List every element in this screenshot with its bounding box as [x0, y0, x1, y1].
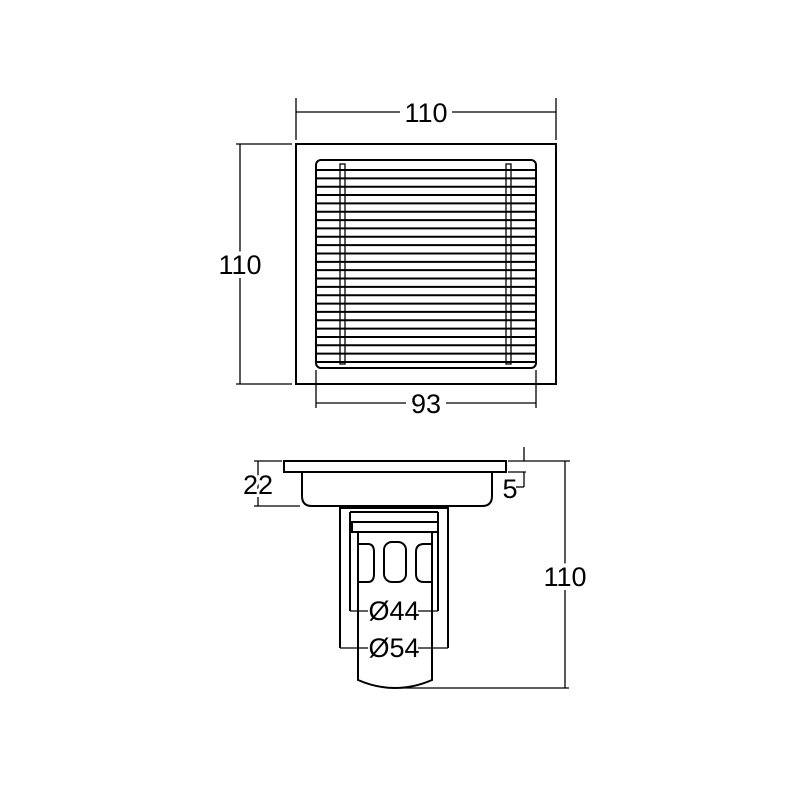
dimension-inner-diameter: Ø44	[350, 596, 438, 626]
dimension-depth: 22	[240, 460, 300, 507]
dimension-label-depth: 22	[243, 470, 273, 500]
body-basin	[301, 472, 493, 507]
outer-pipe	[339, 506, 449, 648]
seal-band	[351, 521, 439, 533]
dimension-label-height: 110	[218, 250, 261, 280]
trap-cup	[357, 532, 433, 689]
dimension-label-width: 110	[404, 98, 447, 128]
grate-rod-right	[505, 163, 512, 365]
dimension-flange: 5	[502, 447, 570, 504]
dimension-label-inner-diameter: Ø44	[368, 596, 419, 626]
grate-outline	[315, 159, 537, 369]
dimension-label-flange: 5	[502, 474, 517, 504]
grate-bars	[316, 169, 536, 363]
dimension-left-height: 110	[214, 143, 292, 385]
flange	[283, 460, 507, 473]
dimension-label-outer-diameter: Ø54	[368, 633, 419, 663]
side-view: 22 5 110 Ø44 Ø54	[240, 447, 591, 689]
outer-frame	[295, 143, 557, 385]
top-view: 110 110 93	[214, 98, 557, 419]
grate-rods	[339, 163, 512, 365]
grate-rod-left	[339, 163, 346, 365]
trap-slots	[358, 541, 432, 583]
dimension-total-height: 110	[400, 461, 591, 689]
dimension-label-grate-width: 93	[411, 389, 441, 419]
dimension-outer-diameter: Ø54	[340, 633, 448, 663]
dimension-label-total-height: 110	[543, 562, 586, 592]
dimension-grate-width: 93	[315, 370, 537, 419]
dimension-top-width: 110	[295, 98, 557, 140]
